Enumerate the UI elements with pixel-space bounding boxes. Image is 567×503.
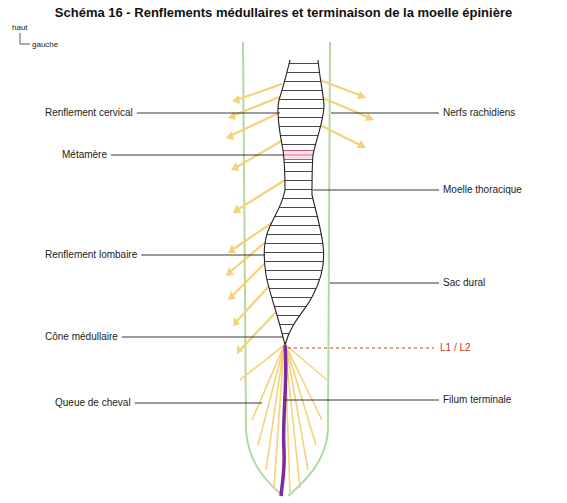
- leader-line: [135, 403, 262, 404]
- spinal-cord: [264, 60, 324, 345]
- part-label: Renflement lombaire: [45, 249, 137, 261]
- part-label: Filum terminale: [443, 394, 511, 406]
- axis-indicator: [20, 33, 30, 44]
- part-label: Queue de cheval: [55, 397, 131, 409]
- cord-segments: [255, 63, 335, 345]
- orientation-label: haut: [12, 22, 28, 34]
- part-label: Métamère: [62, 149, 107, 161]
- part-label: Sac dural: [443, 277, 485, 289]
- part-label: Nerfs rachidiens: [443, 107, 515, 119]
- leader-line: [331, 113, 439, 114]
- leader-line: [330, 283, 439, 284]
- diagram-title: Schéma 16 - Renflements médullaires et t…: [0, 5, 567, 20]
- part-label: Cône médullaire: [45, 331, 118, 343]
- leader-line: [313, 190, 439, 191]
- vertebral-level-line: [288, 348, 434, 349]
- leader-line: [285, 400, 439, 401]
- part-label: Moelle thoracique: [443, 184, 522, 196]
- filum-terminale: [281, 345, 286, 496]
- level-label: L1 / L2: [440, 342, 471, 354]
- leader-line: [111, 155, 284, 156]
- orientation-label: gauche: [32, 39, 58, 51]
- leader-line: [137, 113, 280, 114]
- leader-line: [122, 337, 283, 338]
- part-label: Renflement cervical: [45, 107, 133, 119]
- leader-line: [141, 255, 265, 256]
